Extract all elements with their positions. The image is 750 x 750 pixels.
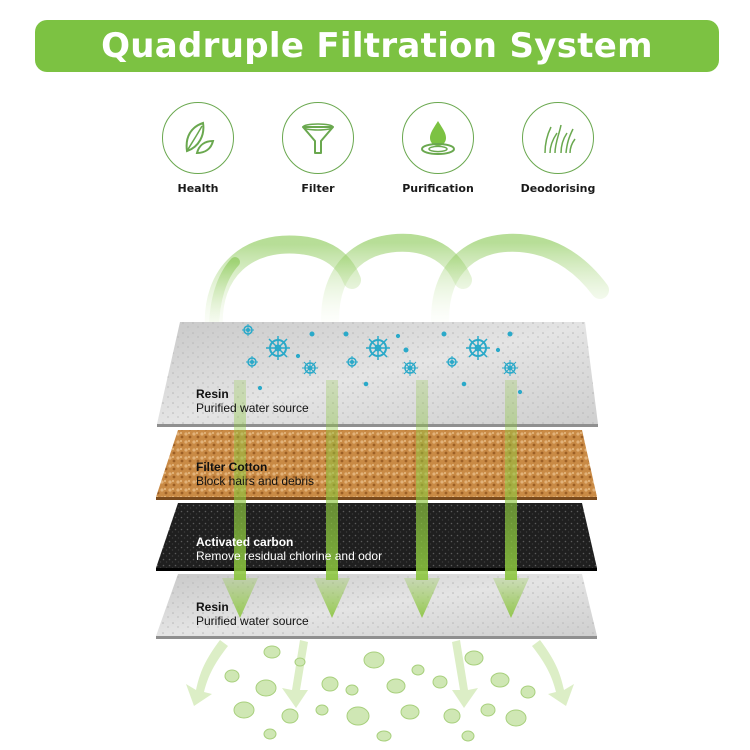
layer-label-filter-cotton: Filter Cotton Block hairs and debris	[196, 460, 314, 488]
feature-filter: Filter	[253, 102, 383, 195]
layer-description: Remove residual chlorine and odor	[196, 549, 383, 563]
feature-purification: Purification	[373, 102, 503, 195]
swirl-arcs	[204, 233, 609, 339]
layer-filter-cotton	[156, 430, 597, 500]
outflow-arrows	[186, 640, 574, 708]
feature-label: Deodorising	[520, 182, 596, 195]
down-arrow-icon	[404, 380, 440, 618]
layer-label-activated-carbon: Activated carbon Remove residual chlorin…	[196, 535, 382, 563]
flow-arrows	[222, 380, 529, 618]
feature-label: Health	[177, 182, 219, 195]
feature-deodorising: Deodorising	[493, 102, 623, 195]
layer-activated-carbon	[156, 503, 597, 571]
down-arrow-icon	[493, 380, 529, 618]
funnel-icon	[282, 102, 354, 174]
page-title: Quadruple Filtration System	[101, 26, 653, 66]
layer-label-resin-bottom: Resin Purified water source	[196, 600, 309, 628]
layer-description: Block hairs and debris	[196, 474, 315, 488]
clean-water-droplets	[224, 645, 536, 742]
bacteria-particles	[242, 324, 523, 395]
feature-health: Health	[133, 102, 263, 195]
layer-name: Resin	[196, 387, 229, 401]
feature-label: Purification	[402, 182, 474, 195]
layer-description: Purified water source	[196, 401, 309, 415]
layer-description: Purified water source	[196, 614, 309, 628]
down-arrow-icon	[314, 380, 350, 618]
feature-label: Filter	[301, 182, 335, 195]
down-arrow-icon	[222, 380, 258, 618]
layer-name: Activated carbon	[196, 535, 294, 549]
layer-name: Filter Cotton	[196, 460, 268, 474]
leaf-icon	[162, 102, 234, 174]
layer-resin-bottom	[156, 574, 597, 639]
grass-icon	[522, 102, 594, 174]
water-drop-icon	[402, 102, 474, 174]
title-banner: Quadruple Filtration System	[35, 20, 719, 72]
layer-name: Resin	[196, 600, 229, 614]
layer-label-resin-top: Resin Purified water source	[196, 387, 309, 415]
